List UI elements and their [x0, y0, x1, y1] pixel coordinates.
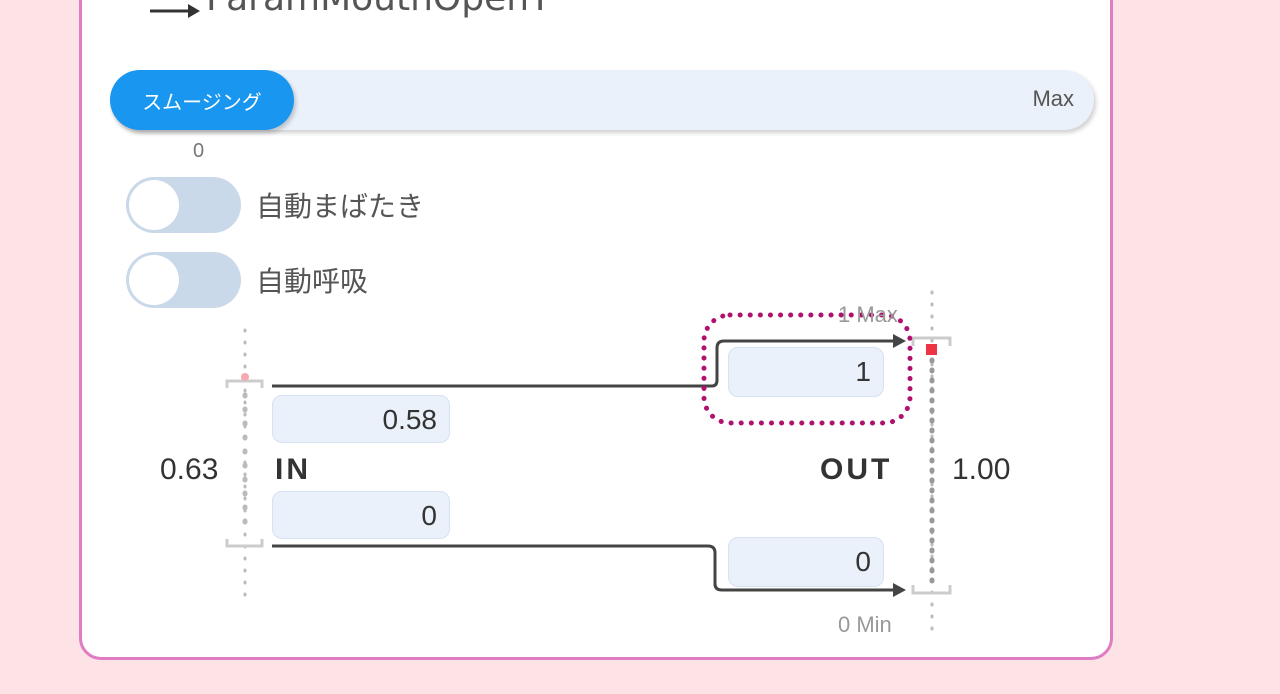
parameter-title: ParamMouthOpenY [150, 0, 551, 19]
auto-breath-toggle[interactable] [126, 252, 241, 308]
smoothing-label: スムージング [142, 89, 262, 114]
highlight-outline [701, 312, 913, 426]
max-mapping-line [272, 339, 895, 388]
auto-blink-label: 自動まばたき [256, 190, 425, 223]
output-indicator [926, 344, 937, 355]
arrow-right-icon [150, 0, 200, 18]
input-axis [225, 328, 264, 602]
max-arrow-icon [893, 334, 906, 348]
output-max-field[interactable]: 1 [728, 347, 884, 397]
top-axis-label: 1 Max [838, 302, 898, 327]
output-axis [911, 290, 952, 642]
output-label: OUT [820, 453, 893, 486]
smoothing-max-label: Max [1032, 86, 1074, 111]
output-current-value: 1.00 [952, 453, 1011, 486]
smoothing-value: 0 [193, 140, 205, 162]
toggle-knob [129, 255, 179, 305]
bottom-axis-label: 0 Min [838, 612, 892, 637]
input-label: IN [275, 453, 311, 486]
auto-breath-label: 自動呼吸 [256, 265, 369, 298]
parameter-name: ParamMouthOpenY [206, 0, 551, 19]
input-current-value: 0.63 [160, 453, 219, 486]
toggle-knob [129, 180, 179, 230]
smoothing-slider-thumb[interactable]: スムージング [110, 70, 294, 130]
input-min-field[interactable]: 0 [272, 491, 450, 539]
output-min-field[interactable]: 0 [728, 537, 884, 587]
input-max-field[interactable]: 0.58 [272, 395, 450, 443]
auto-blink-toggle[interactable] [126, 177, 241, 233]
min-arrow-icon [893, 583, 906, 597]
min-mapping-line [272, 544, 895, 592]
